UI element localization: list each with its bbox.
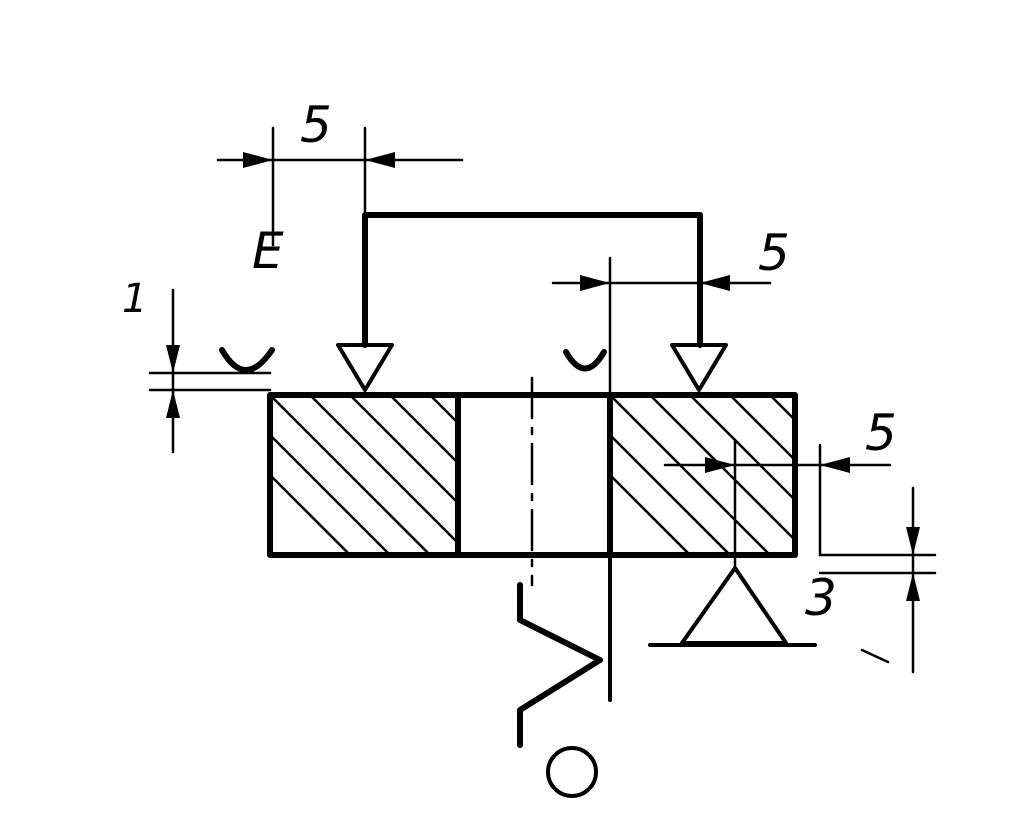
dim-left-vertical: 1 [122,276,272,454]
leader-tick [860,648,890,664]
left-section-block [267,392,461,558]
left-block-outline [267,392,461,558]
dim-top-right: 5 [551,224,790,397]
arrowhead [820,457,850,473]
check-symbol [517,582,603,748]
dimension-value: 5 [865,404,897,462]
left-hatching [270,395,458,555]
datum-letter: E [252,222,284,280]
arrowhead [705,457,735,473]
arrowhead [700,275,730,291]
right-hatching [610,395,795,555]
top-bracket [362,212,703,348]
left-arc-symbol [219,347,275,373]
arrowhead [166,390,180,418]
arrowhead [166,345,180,373]
right-arc-symbol [563,349,607,372]
arrowhead [580,275,610,291]
dimension-value: 5 [300,96,332,154]
bottom-datum-symbol [648,553,817,647]
dimension-value: 1 [122,276,147,322]
dimension-value: 5 [758,224,790,282]
bottom-datum-triangle [680,566,788,645]
circle-symbol [546,746,598,798]
arrowhead [906,527,920,555]
arrowhead [906,573,920,601]
left-datum-triangle [336,343,394,392]
right-datum-triangle [670,343,728,392]
dim-top-left: 5 [216,96,464,247]
arrowhead [243,152,273,168]
arrowhead [365,152,395,168]
lower-symbol [517,553,612,798]
right-block-outline [607,392,798,558]
dimension-value: 3 [805,569,837,627]
dim-right-vertical: 3 [805,486,937,674]
right-section-block [607,392,798,558]
dim-mid-right: 5 [663,404,897,557]
